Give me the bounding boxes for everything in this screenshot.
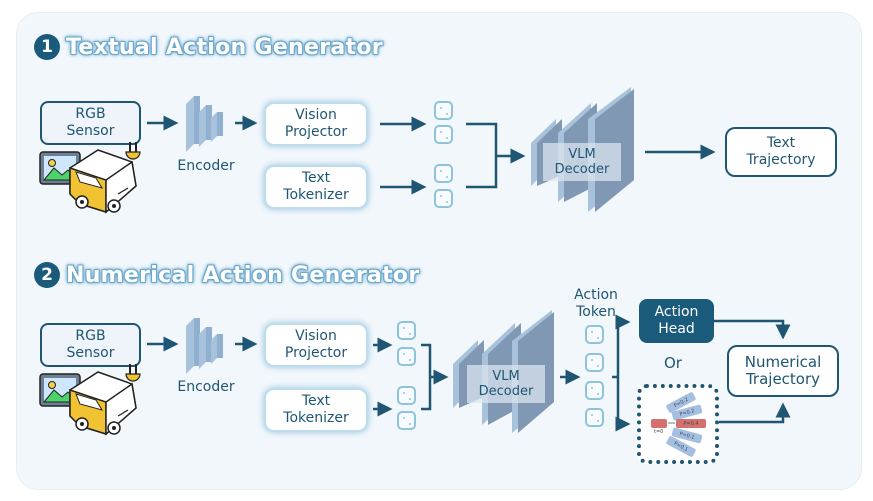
token-2-4	[397, 411, 416, 430]
rgb-sensor-box-1: RGB Sensor	[40, 101, 141, 145]
section-1-number-badge: 1	[34, 34, 60, 60]
token-1-3	[434, 164, 453, 183]
text-tokenizer-box-2: Text Tokenizer	[266, 390, 366, 430]
section-2-title-text: Numerical Action Generator	[66, 262, 420, 288]
vlm-decoder-label-1: VLM Decoder	[543, 143, 621, 181]
or-label: Or	[664, 354, 682, 372]
diagram-panel	[16, 12, 862, 490]
encoder-label-1: Encoder	[177, 158, 235, 174]
encoder-layer	[186, 96, 223, 152]
vlm-decoder-label-2: VLM Decoder	[467, 365, 545, 403]
token-1-4	[434, 189, 453, 208]
action-token-4	[585, 408, 604, 427]
text-trajectory-box: Text Trajectory	[725, 127, 837, 177]
vision-projector-box-2: Vision Projector	[266, 325, 366, 365]
numerical-trajectory-box: Numerical Trajectory	[727, 345, 839, 397]
start-token-label: t=0	[654, 429, 664, 435]
vision-projector-box-1: Vision Projector	[266, 104, 366, 144]
token-1-2	[434, 125, 453, 144]
token-2-2	[397, 347, 416, 366]
start-token-chip	[651, 419, 667, 428]
token-2-1	[397, 321, 416, 340]
token-2-3	[397, 386, 416, 405]
encoder-label-2: Encoder	[177, 379, 235, 395]
section-1-title-text: Textual Action Generator	[66, 34, 383, 60]
token-1-1	[434, 101, 453, 120]
section-2-number-badge: 2	[34, 262, 60, 288]
action-head-box: Action Head	[639, 299, 714, 343]
section-1-title: 1 Textual Action Generator	[34, 34, 383, 60]
prob-chip-3-selected: P=0.4	[676, 419, 706, 428]
action-token-3	[585, 381, 604, 400]
text-tokenizer-box-1: Text Tokenizer	[266, 167, 366, 207]
rgb-sensor-box-2: RGB Sensor	[40, 323, 141, 367]
action-token-1	[585, 325, 604, 344]
section-2-title: 2 Numerical Action Generator	[34, 262, 420, 288]
action-token-2	[585, 353, 604, 372]
action-token-label: Action Token	[574, 287, 618, 320]
